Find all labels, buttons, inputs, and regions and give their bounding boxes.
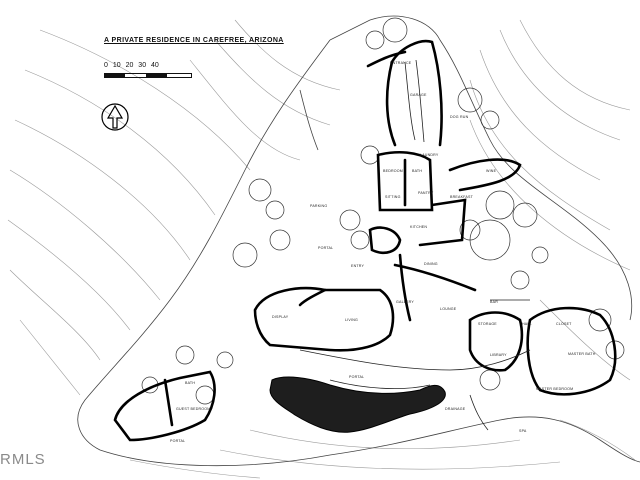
- label-portal-guest: PORTAL: [170, 439, 185, 443]
- label-spa: SPA: [519, 429, 527, 433]
- label-kitchen: KITCHEN: [410, 225, 427, 229]
- label-dog-run: DOG RUN: [450, 115, 469, 119]
- label-lounge: LOUNGE: [440, 307, 457, 311]
- scale-bar-segment: [146, 73, 167, 78]
- plan-title: A PRIVATE RESIDENCE IN CAREFREE, ARIZONA: [104, 37, 284, 44]
- label-parking: PARKING: [310, 204, 327, 208]
- scale-bar: 0 10 20 30 40: [104, 62, 194, 82]
- label-garage: GARAGE: [410, 93, 427, 97]
- label-gallery: GALLERY: [396, 300, 414, 304]
- label-guest-bath: BATH: [185, 381, 195, 385]
- label-master-bedroom: MASTER BEDROOM: [536, 387, 573, 391]
- label-bedroom: BEDROOM: [383, 169, 403, 173]
- north-arrow-icon: [101, 103, 129, 131]
- label-living: LIVING: [345, 318, 358, 322]
- label-entrance: ENTRANCE: [390, 61, 412, 65]
- building-walls: [113, 39, 617, 442]
- label-hall: HALL: [522, 322, 532, 326]
- site-paths: [77, 15, 640, 467]
- label-library: LIBRARY: [490, 353, 507, 357]
- label-display: DISPLAY: [272, 315, 289, 319]
- room-labels: ENTRANCE GARAGE DOG RUN LAUNDRY BEDROOM …: [170, 61, 596, 443]
- label-dining: DINING: [424, 262, 438, 266]
- interior-lines: [299, 59, 531, 431]
- label-portal: PORTAL: [318, 246, 333, 250]
- label-closet: CLOSET: [556, 322, 572, 326]
- label-breakfast: BREAKFAST: [450, 195, 474, 199]
- label-laundry: LAUNDRY: [420, 153, 439, 157]
- label-drainage: DRAINAGE: [445, 407, 466, 411]
- trees: [141, 17, 625, 405]
- label-wine: WINE: [486, 169, 497, 173]
- label-portal-south: PORTAL: [349, 375, 364, 379]
- label-bath: BATH: [412, 169, 422, 173]
- scale-bar-segment: [104, 73, 125, 78]
- scale-ticks: 0 10 20 30 40: [104, 62, 159, 69]
- label-master-bath: MASTER BATH: [568, 352, 596, 356]
- pool: [269, 376, 446, 433]
- contour-lines: [7, 19, 636, 479]
- label-storage: STORAGE: [478, 322, 497, 326]
- label-entry: ENTRY: [351, 264, 365, 268]
- label-pantry: PANTRY: [418, 191, 434, 195]
- label-sitting: SITTING: [385, 195, 401, 199]
- watermark: RMLS: [0, 451, 46, 468]
- label-bar: BAR: [490, 300, 498, 304]
- label-guest-bedroom: GUEST BEDROOM: [176, 407, 210, 411]
